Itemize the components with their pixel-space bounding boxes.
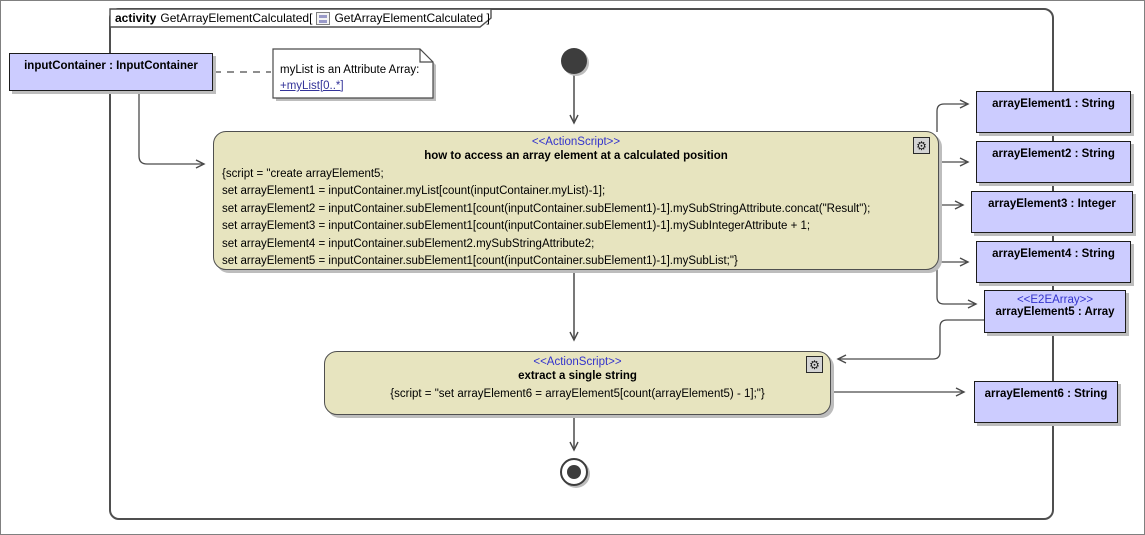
- gear-icon: ⚙: [913, 137, 930, 154]
- frame-name: GetArrayElementCalculated[: [160, 11, 313, 25]
- object-label: arrayElement3 : Integer: [988, 198, 1116, 210]
- action-script: {script = "create arrayElement5; set arr…: [214, 166, 938, 270]
- action-extract-single-string[interactable]: ⚙ <<ActionScript>> extract a single stri…: [324, 351, 831, 415]
- action-script: {script = "set arrayElement6 = arrayElem…: [325, 386, 830, 403]
- frame-diagram-ref: GetArrayElementCalculated ]: [334, 11, 490, 25]
- object-label: arrayElement2 : String: [992, 148, 1115, 160]
- script-line: {script = "create arrayElement5;: [222, 168, 384, 180]
- object-arrayelement4[interactable]: arrayElement4 : String: [976, 241, 1131, 283]
- gear-glyph: ⚙: [809, 357, 820, 372]
- script-line: set arrayElement5 = inputContainer.subEl…: [222, 255, 738, 268]
- action-stereotype: <<ActionScript>>: [531, 136, 621, 148]
- action-stereotype: <<ActionScript>>: [533, 356, 622, 368]
- gear-icon: ⚙: [806, 356, 823, 373]
- activity-diagram-icon: [316, 11, 331, 25]
- object-label: inputContainer : InputContainer: [24, 60, 198, 72]
- object-label: arrayElement1 : String: [992, 98, 1115, 110]
- object-arrayelement6[interactable]: arrayElement6 : String: [974, 381, 1118, 423]
- gear-glyph: ⚙: [916, 138, 927, 153]
- action-title: how to access an array element at a calc…: [424, 150, 728, 162]
- object-label: arrayElement4 : String: [992, 248, 1115, 260]
- script-line: {script = "set arrayElement6 = arrayElem…: [390, 388, 765, 400]
- object-arrayelement2[interactable]: arrayElement2 : String: [976, 141, 1131, 183]
- frame-title: activity GetArrayElementCalculated[ GetA…: [115, 10, 490, 26]
- action-access-array-element[interactable]: ⚙ <<ActionScript>> how to access an arra…: [213, 131, 939, 270]
- object-arrayelement3[interactable]: arrayElement3 : Integer: [971, 191, 1133, 233]
- object-arrayelement1[interactable]: arrayElement1 : String: [976, 91, 1131, 133]
- mylist-attribute-link[interactable]: +myList[0..*]: [280, 80, 344, 92]
- note: myList is an Attribute Array: +myList[0.…: [280, 62, 419, 94]
- object-inputcontainer[interactable]: inputContainer : InputContainer: [9, 53, 213, 91]
- object-stereotype: <<E2EArray>>: [1016, 294, 1094, 306]
- object-label: arrayElement6 : String: [984, 388, 1108, 400]
- frame-keyword: activity: [115, 11, 157, 25]
- note-line: myList is an Attribute Array:: [280, 64, 420, 76]
- final-node-dot: [567, 465, 581, 479]
- initial-node[interactable]: [561, 48, 587, 74]
- object-arrayelement5[interactable]: <<E2EArray>> arrayElement5 : Array: [984, 290, 1126, 333]
- script-line: set arrayElement3 = inputContainer.subEl…: [222, 220, 811, 233]
- script-line: set arrayElement1 = inputContainer.myLis…: [222, 185, 606, 198]
- object-label: arrayElement5 : Array: [995, 306, 1115, 318]
- action-title: extract a single string: [518, 370, 637, 382]
- final-node[interactable]: [560, 458, 588, 486]
- script-line: set arrayElement4 = inputContainer.subEl…: [222, 237, 595, 250]
- script-line: set arrayElement2 = inputContainer.subEl…: [222, 202, 871, 215]
